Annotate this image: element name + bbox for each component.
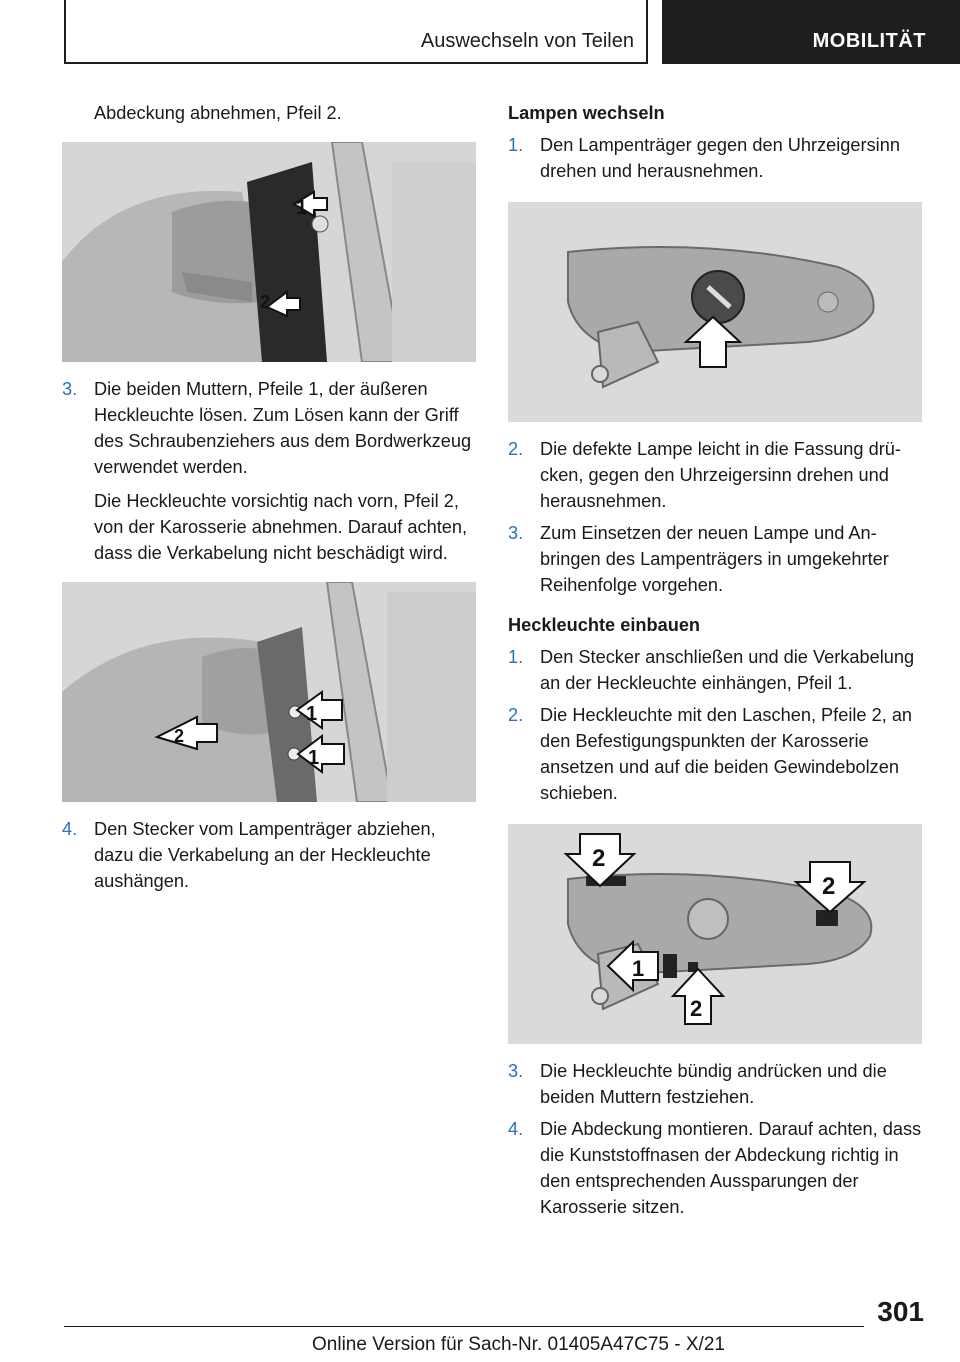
left-step-3-note: Die Heckleuchte vorsichtig nach vorn, Pf… (94, 491, 468, 563)
step-number: 1. (508, 647, 524, 667)
einbau-step-3: 3. Die Heckleuchte bündig andrücken und … (508, 1058, 922, 1110)
step-text: Den Stecker anschließen und die Verkabe­… (540, 647, 915, 693)
step-number: 3. (508, 523, 524, 543)
step-text: Die Heckleuchte bündig andrücken und die… (540, 1061, 887, 1107)
right-column: Lampen wechseln 1. Den Lampenträger gege… (508, 100, 922, 1220)
figure-install-taillight: 2 2 1 2 (508, 824, 922, 1044)
left-step-4: 4. Den Stecker vom Lampenträger abziehen… (62, 816, 476, 894)
step-number: 2. (508, 439, 524, 459)
left-column: Abdeckung abnehmen, Pfeil 2. 1 2 3. Die … (62, 100, 476, 894)
fig2-label-1a: 1 (306, 703, 317, 725)
figure-remove-taillight-illustration: 1 1 2 (62, 582, 476, 802)
lampen-step-1: 1. Den Lampenträger gegen den Uhrzeigers… (508, 132, 922, 184)
step-text: Die Heckleuchte mit den Laschen, Pfeile … (540, 705, 913, 803)
section-heading-einbauen: Heckleuchte einbauen (508, 615, 701, 635)
step-number: 3. (62, 379, 78, 399)
step-number: 4. (508, 1119, 524, 1139)
fig1-label-2: 2 (260, 292, 270, 312)
figure-lamp-holder-illustration (508, 202, 922, 422)
left-step-3: 3. Die beiden Muttern, Pfeile 1, der äuß… (62, 376, 476, 480)
header-chapter-title: MOBILITÄT (812, 30, 926, 52)
fig2-label-1b: 1 (308, 747, 319, 769)
fig4-label-1: 1 (632, 956, 644, 981)
step-text: Zum Einsetzen der neuen Lampe und An­bri… (540, 523, 889, 595)
step-number: 2. (508, 705, 524, 725)
header-section-title: Auswechseln von Teilen (420, 30, 634, 52)
figure-remove-cover: 1 2 (62, 142, 476, 362)
figure-install-taillight-illustration: 2 2 1 2 (508, 824, 922, 1044)
footer-divider (64, 1326, 864, 1327)
step-text: Die Abdeckung montieren. Darauf achten, … (540, 1119, 922, 1217)
fig1-label-1: 1 (296, 197, 307, 219)
header-section-tab: Auswechseln von Teilen (64, 0, 648, 64)
step-text: Die defekte Lampe leicht in die Fassung … (540, 439, 901, 511)
footer-online-version: Online Version für Sach-Nr. 01405A47C75 … (312, 1334, 725, 1355)
lampen-step-2: 2. Die defekte Lampe leicht in die Fassu… (508, 436, 922, 514)
step-text: Den Stecker vom Lampenträger abziehen, d… (94, 819, 436, 891)
step-number: 3. (508, 1061, 524, 1081)
fig2-label-2: 2 (174, 726, 184, 746)
einbau-step-1: 1. Den Stecker anschließen und die Verka… (508, 644, 922, 696)
lampen-step-3: 3. Zum Einsetzen der neuen Lampe und An­… (508, 520, 922, 598)
header-chapter-tab: MOBILITÄT (662, 0, 960, 64)
page-number: 301 (877, 1296, 924, 1327)
step-number: 1. (508, 135, 524, 155)
section-heading-lampen: Lampen wechseln (508, 103, 665, 123)
fig4-label-2b: 2 (822, 873, 835, 900)
step-text: Die beiden Muttern, Pfeile 1, der äußere… (94, 379, 472, 477)
figure-lamp-holder (508, 202, 922, 422)
step-text: Den Lampenträger gegen den Uhrzeigersinn… (540, 135, 900, 181)
intro-text: Abdeckung abnehmen, Pfeil 2. (94, 103, 342, 123)
einbau-step-4: 4. Die Abdeckung montieren. Darauf achte… (508, 1116, 922, 1220)
figure-remove-taillight: 1 1 2 (62, 582, 476, 802)
einbau-step-2: 2. Die Heckleuchte mit den Laschen, Pfei… (508, 702, 922, 806)
figure-remove-cover-illustration: 1 2 (62, 142, 476, 362)
step-number: 4. (62, 819, 78, 839)
fig4-label-2c: 2 (690, 996, 702, 1021)
fig4-label-2a: 2 (592, 845, 605, 872)
